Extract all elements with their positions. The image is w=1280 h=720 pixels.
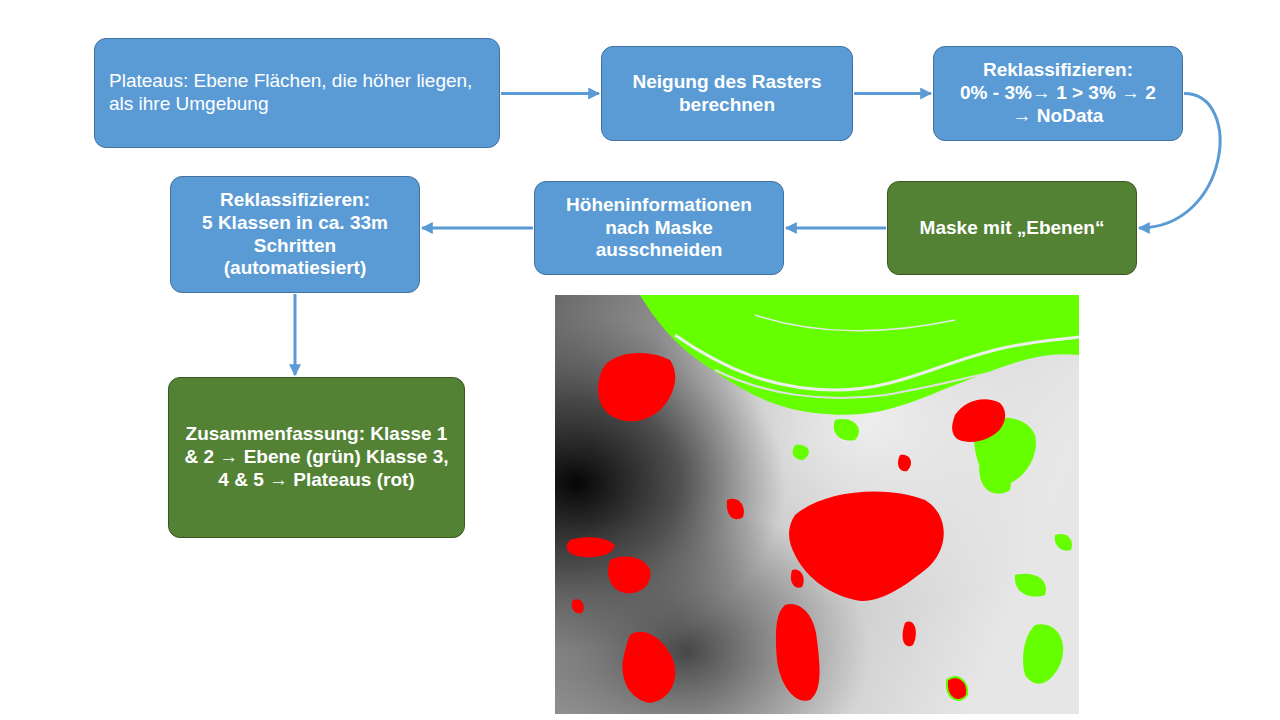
process-box: Neigung des Rasters berechnen [601, 46, 853, 141]
flow-arrow [294, 294, 297, 375]
terrain-map [555, 295, 1079, 714]
plateau-area [903, 622, 916, 647]
plateau-area [952, 399, 1005, 442]
flow-arrow [786, 227, 886, 230]
plateau-area [789, 492, 944, 601]
box-text: Neigung des Rasters berechnen [616, 71, 838, 117]
box-text: Höheninformationen nach Maske ausschneid… [549, 194, 769, 262]
box-text: Reklassifizieren: [185, 189, 405, 212]
plateau-area [898, 455, 911, 472]
elevation-base [555, 295, 1079, 714]
plateau-area [598, 353, 675, 421]
flow-arrow [422, 227, 533, 230]
result-box: Zusammenfassung: Klasse 1 & 2 → Ebene (g… [168, 377, 465, 538]
plateau-area [727, 499, 744, 520]
box-text: Maske mit „Ebenen“ [902, 217, 1122, 240]
plateau-area [567, 537, 615, 557]
plain-area [1023, 624, 1063, 683]
box-text: Plateaus: Ebene Flächen, die höher liege… [109, 70, 485, 116]
river-streak [715, 365, 1025, 398]
process-box: Höheninformationen nach Maske ausschneid… [534, 181, 784, 275]
box-text: 5 Klassen in ca. 33m Schritten (automati… [185, 212, 405, 280]
elevation-light [555, 295, 1079, 714]
process-box: Plateaus: Ebene Flächen, die höher liege… [94, 38, 500, 148]
plateau-area [608, 557, 650, 594]
box-text: Reklassifizieren: [948, 59, 1168, 82]
plain-area [1055, 534, 1072, 551]
plain-area [834, 419, 859, 441]
box-text: 0% - 3%→ 1 > 3% → 2 → NoData [948, 82, 1168, 128]
plateau-area [947, 677, 967, 700]
plateau-area [572, 599, 584, 613]
plain-area [1015, 574, 1046, 597]
river-streak [675, 335, 1079, 390]
flow-arrow [854, 92, 931, 95]
plateau-area [622, 632, 675, 703]
elevation-dark [555, 295, 1079, 714]
plateau-area [776, 604, 820, 701]
process-box: Reklassifizieren:5 Klassen in ca. 33m Sc… [170, 176, 420, 293]
plain-area [793, 445, 809, 460]
box-text: Zusammenfassung: Klasse 1 & 2 → Ebene (g… [183, 423, 450, 491]
plateau-area [791, 569, 804, 587]
river-streak [755, 315, 955, 331]
plain-area [640, 295, 1079, 415]
result-box: Maske mit „Ebenen“ [887, 181, 1137, 275]
plain-area [979, 459, 1011, 494]
elevation-dark [555, 295, 1079, 714]
process-box: Reklassifizieren:0% - 3%→ 1 > 3% → 2 → N… [933, 46, 1183, 141]
flow-arrow [501, 92, 599, 95]
